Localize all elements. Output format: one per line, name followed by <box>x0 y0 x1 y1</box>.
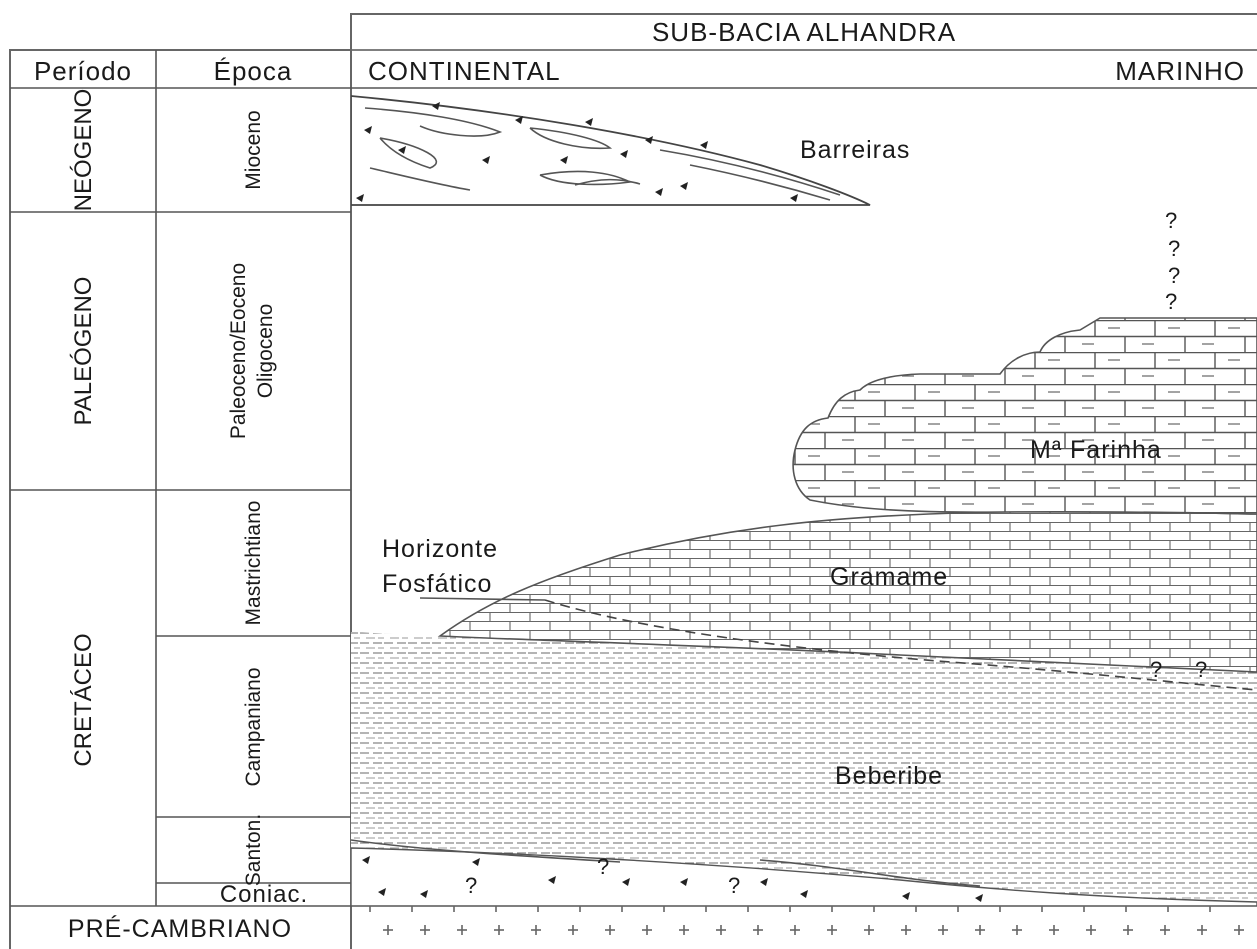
question-mark: ? <box>728 873 740 898</box>
unit-label-barreiras: Barreiras <box>800 136 910 164</box>
epoch-santon: Santon. <box>242 814 265 886</box>
question-mark: ? <box>465 873 477 898</box>
beberibe-body <box>351 632 1257 906</box>
basal-pebbles <box>362 856 983 902</box>
unit-label-maria-farinha: Mª Farinha <box>1030 436 1162 464</box>
period-paleogeno: PALEÓGENO <box>70 277 97 426</box>
precambrian-crosses <box>369 906 1244 935</box>
phosphatic-horizon-line <box>544 599 1257 691</box>
question-mark: ? <box>1195 657 1207 682</box>
basal-conglomerate-body <box>351 847 1257 906</box>
question-mark: ? <box>597 854 609 879</box>
barreiras-body <box>351 95 871 206</box>
question-mark: ? <box>1165 208 1177 233</box>
table-grid <box>9 13 1257 949</box>
period-cretaceo: CRETÁCEO <box>70 633 97 766</box>
column-header-epoca: Época <box>214 56 293 86</box>
question-mark: ? <box>1165 289 1177 314</box>
question-mark: ? <box>1168 236 1180 261</box>
unit-label-beberibe: Beberibe <box>835 762 943 790</box>
epoch-mioceno: Mioceno <box>242 110 265 189</box>
unit-label-fosfatico: Fosfático <box>382 570 492 598</box>
period-precambriano: PRÉ-CAMBRIANO <box>68 914 292 943</box>
epoch-oligoceno: Oligoceno <box>254 304 277 399</box>
unit-label-gramame: Gramame <box>830 563 948 591</box>
unit-label-horizonte: Horizonte <box>382 535 498 563</box>
maria-farinha-body <box>792 317 1257 515</box>
epoch-coniac: Coniac. <box>220 881 308 908</box>
uncertainty-marks: ? ? ? ? ? ? ? ? ? <box>465 208 1207 898</box>
period-neogeno: NEÓGENO <box>70 89 97 212</box>
epoch-mastrichtiano: Mastrichtiano <box>242 501 265 626</box>
continental-label: CONTINENTAL <box>368 56 561 86</box>
question-mark: ? <box>1150 657 1162 682</box>
column-header-periodo: Período <box>34 56 132 86</box>
marinho-label: MARINHO <box>1115 56 1245 86</box>
question-mark: ? <box>1168 263 1180 288</box>
barreiras-pebbles <box>356 102 798 202</box>
basin-title: SUB-BACIA ALHANDRA <box>652 17 956 47</box>
epoch-paleoceno-eoceno: Paleoceno/Eoceno <box>227 263 250 439</box>
epoch-campaniano: Campaniano <box>242 667 265 786</box>
